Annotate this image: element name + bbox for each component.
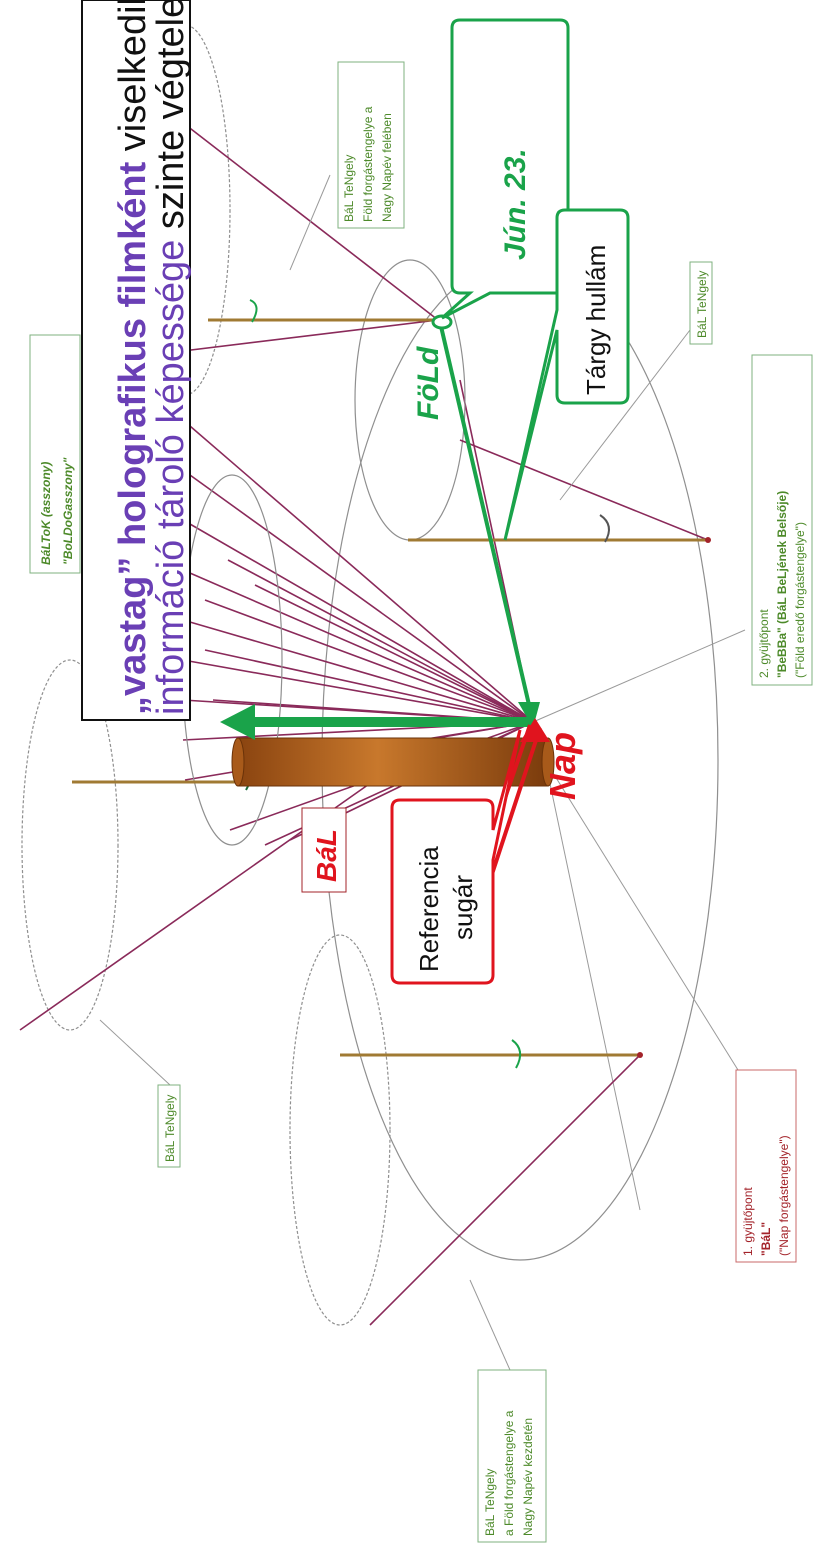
baltok-label-line2: "BoLDoGasszony" (61, 457, 75, 565)
left-upper-cone-ellipse (21, 659, 119, 1031)
axis-to-bottom (544, 759, 641, 1211)
bal-tengely-bottom-line2: a Föld forgástengelye a (502, 1410, 516, 1536)
bal-tengely-top-line2: Föld forgástengelye a (361, 106, 375, 222)
top-angle-arc (249, 299, 258, 323)
bal-tengely-right-label: BáL TeNgely (695, 271, 709, 338)
green-up-arrow (220, 704, 535, 740)
gyujto1-line3: ("Nap forgástengelye") (777, 1135, 791, 1256)
collection-point-1-dot (637, 1052, 643, 1058)
bal-tengely-bottom-line3: Nagy Napév kezdetén (521, 1418, 535, 1536)
nap-label: Nap (542, 732, 583, 800)
baltok-label-box (29, 334, 81, 574)
object-wave-line (438, 321, 535, 723)
title-line-2: információ tároló képessége szinte végte… (150, 0, 192, 715)
sun-axis-cylinder (231, 737, 555, 787)
title-bold-phrase: holografikus filmként (112, 161, 154, 556)
title-rest-2: szinte végtelen nagy (150, 0, 192, 240)
gyujto1-line2: "BáL" (759, 1222, 773, 1256)
title-quote-word: „vastag” (112, 557, 154, 715)
left-lower-angle-arc (511, 1039, 522, 1069)
bal-tengely-bottom-box (477, 1369, 547, 1543)
referencia-callout-box (390, 729, 522, 985)
right-angle-arc (599, 514, 610, 543)
bal-tengely-left-box (157, 1084, 181, 1168)
top-label-leader (289, 174, 331, 271)
referencia-label-line1: Referencia (414, 846, 444, 972)
baltok-label-line1: BáLToK (asszony) (39, 462, 53, 565)
gyujto2-line1: 2. gyüjtőpont (757, 609, 771, 678)
gyujto1-box (735, 1069, 797, 1263)
collection-point-2-dot (705, 537, 711, 543)
left-lower-cone-edge (369, 1054, 641, 1326)
axis-to-point1 (544, 759, 739, 1071)
bal-tengely-right-box (689, 261, 713, 345)
right-cone-edge (459, 439, 709, 541)
jun23-callout-box (441, 18, 570, 320)
bal-tengely-bottom-line1: BáL TeNgely (483, 1469, 497, 1536)
axis-to-point2 (532, 629, 746, 723)
gyujto2-line3: ("Föld eredő forgástengelye") (793, 522, 807, 678)
targy-hullam-label: Tárgy hullám (581, 245, 611, 395)
left-lower-cone-ellipse (289, 934, 391, 1326)
earth-cone-ellipse (354, 259, 466, 541)
bal-label: BáL (311, 829, 342, 882)
bal-tengely-left-label: BáL TeNgely (163, 1095, 177, 1162)
left-lower-label-leader (469, 1279, 511, 1371)
top-cone-edge-2 (149, 319, 439, 356)
fold-label: FöLd (412, 346, 445, 420)
purple-ray-fan (182, 379, 534, 846)
bal-label-box (301, 807, 347, 893)
right-label-leader (559, 329, 691, 501)
referencia-label-line2: sugár (448, 875, 478, 940)
gyujto2-line2: "BeBBa" (BáL BeLjének Belsője) (775, 491, 789, 678)
title-rest-1: viselkedik, (112, 0, 154, 162)
bal-tengely-top-line1: BáL TeNgely (342, 155, 356, 222)
top-cone-edge-1 (159, 104, 439, 321)
gyujto1-line1: 1. gyüjtőpont (741, 1187, 755, 1256)
gyujto2-box (751, 354, 813, 686)
left-upper-label-leader (99, 1019, 171, 1086)
jun23-label: Jún. 23. (499, 148, 532, 260)
targy-hullam-callout-box (503, 208, 630, 541)
bal-tengely-top-line3: Nagy Napév felében (380, 113, 394, 222)
bal-tengely-top-box (337, 61, 405, 229)
title-purple-phrase: információ tároló képessége (150, 240, 192, 715)
title-line-1: „vastag” holografikus filmként viselkedi… (112, 0, 154, 715)
title-box (81, 0, 191, 721)
